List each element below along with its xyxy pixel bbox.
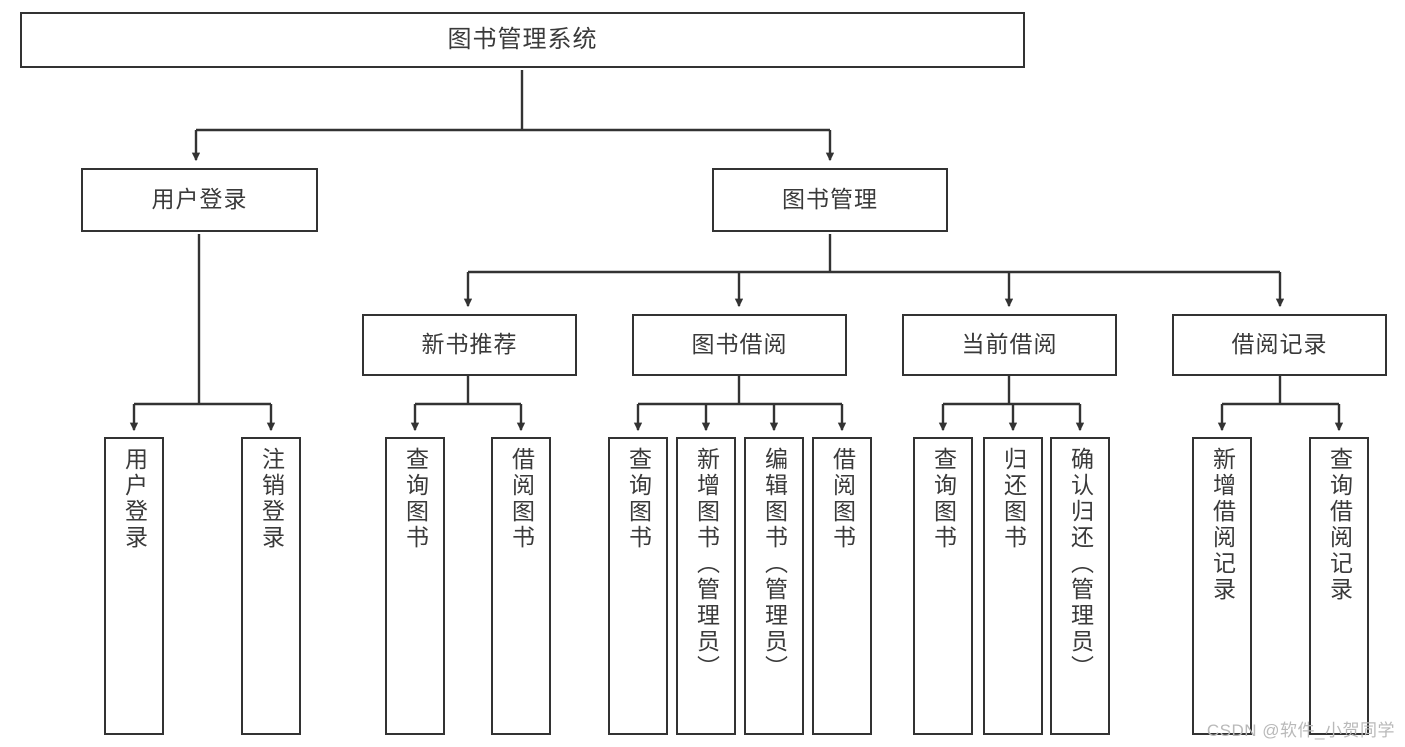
node-leaf-borrow-book-recommend[interactable]: 借阅图书 xyxy=(491,437,551,735)
node-leaf-query-borrow-record[interactable]: 查询借阅记录 xyxy=(1309,437,1369,735)
node-label: 归还图书 xyxy=(1000,447,1027,551)
node-label: 编辑图书（管理员） xyxy=(761,447,788,681)
node-label: 新书推荐 xyxy=(421,331,518,358)
node-leaf-query-book-borrow[interactable]: 查询图书 xyxy=(608,437,668,735)
node-label: 新增借阅记录 xyxy=(1209,447,1236,603)
node-leaf-add-borrow-record[interactable]: 新增借阅记录 xyxy=(1192,437,1252,735)
node-label: 查询图书 xyxy=(625,447,652,551)
node-label: 借阅图书 xyxy=(829,447,856,551)
node-label: 当前借阅 xyxy=(961,331,1058,358)
node-leaf-return-book[interactable]: 归还图书 xyxy=(983,437,1043,735)
node-book-borrow[interactable]: 图书借阅 xyxy=(632,314,847,376)
node-leaf-logout-login[interactable]: 注销登录 xyxy=(241,437,301,735)
node-current-borrow[interactable]: 当前借阅 xyxy=(902,314,1117,376)
node-label: 新增图书（管理员） xyxy=(693,447,720,681)
node-root-system[interactable]: 图书管理系统 xyxy=(20,12,1025,68)
node-label: 确认归还（管理员） xyxy=(1067,447,1094,681)
node-label: 图书借阅 xyxy=(691,331,788,358)
node-label: 借阅图书 xyxy=(508,447,535,551)
node-leaf-edit-book-admin[interactable]: 编辑图书（管理员） xyxy=(744,437,804,735)
node-leaf-user-login[interactable]: 用户登录 xyxy=(104,437,164,735)
node-leaf-borrow-book[interactable]: 借阅图书 xyxy=(812,437,872,735)
node-new-book-recommend[interactable]: 新书推荐 xyxy=(362,314,577,376)
node-leaf-query-book-current[interactable]: 查询图书 xyxy=(913,437,973,735)
node-label: 借阅记录 xyxy=(1231,331,1328,358)
node-label: 查询图书 xyxy=(930,447,957,551)
node-book-management[interactable]: 图书管理 xyxy=(712,168,948,232)
node-label: 注销登录 xyxy=(258,447,285,551)
csdn-watermark: CSDN @软件_小贺同学 xyxy=(1206,721,1395,740)
node-label: 用户登录 xyxy=(121,447,148,551)
node-user-login[interactable]: 用户登录 xyxy=(81,168,318,232)
node-leaf-query-book-recommend[interactable]: 查询图书 xyxy=(385,437,445,735)
node-label: 查询借阅记录 xyxy=(1326,447,1353,603)
node-borrow-record[interactable]: 借阅记录 xyxy=(1172,314,1387,376)
node-label: 图书管理系统 xyxy=(447,25,598,53)
node-label: 图书管理 xyxy=(782,186,878,213)
node-leaf-confirm-return-admin[interactable]: 确认归还（管理员） xyxy=(1050,437,1110,735)
node-label: 查询图书 xyxy=(402,447,429,551)
node-leaf-add-book-admin[interactable]: 新增图书（管理员） xyxy=(676,437,736,735)
node-label: 用户登录 xyxy=(151,186,248,213)
